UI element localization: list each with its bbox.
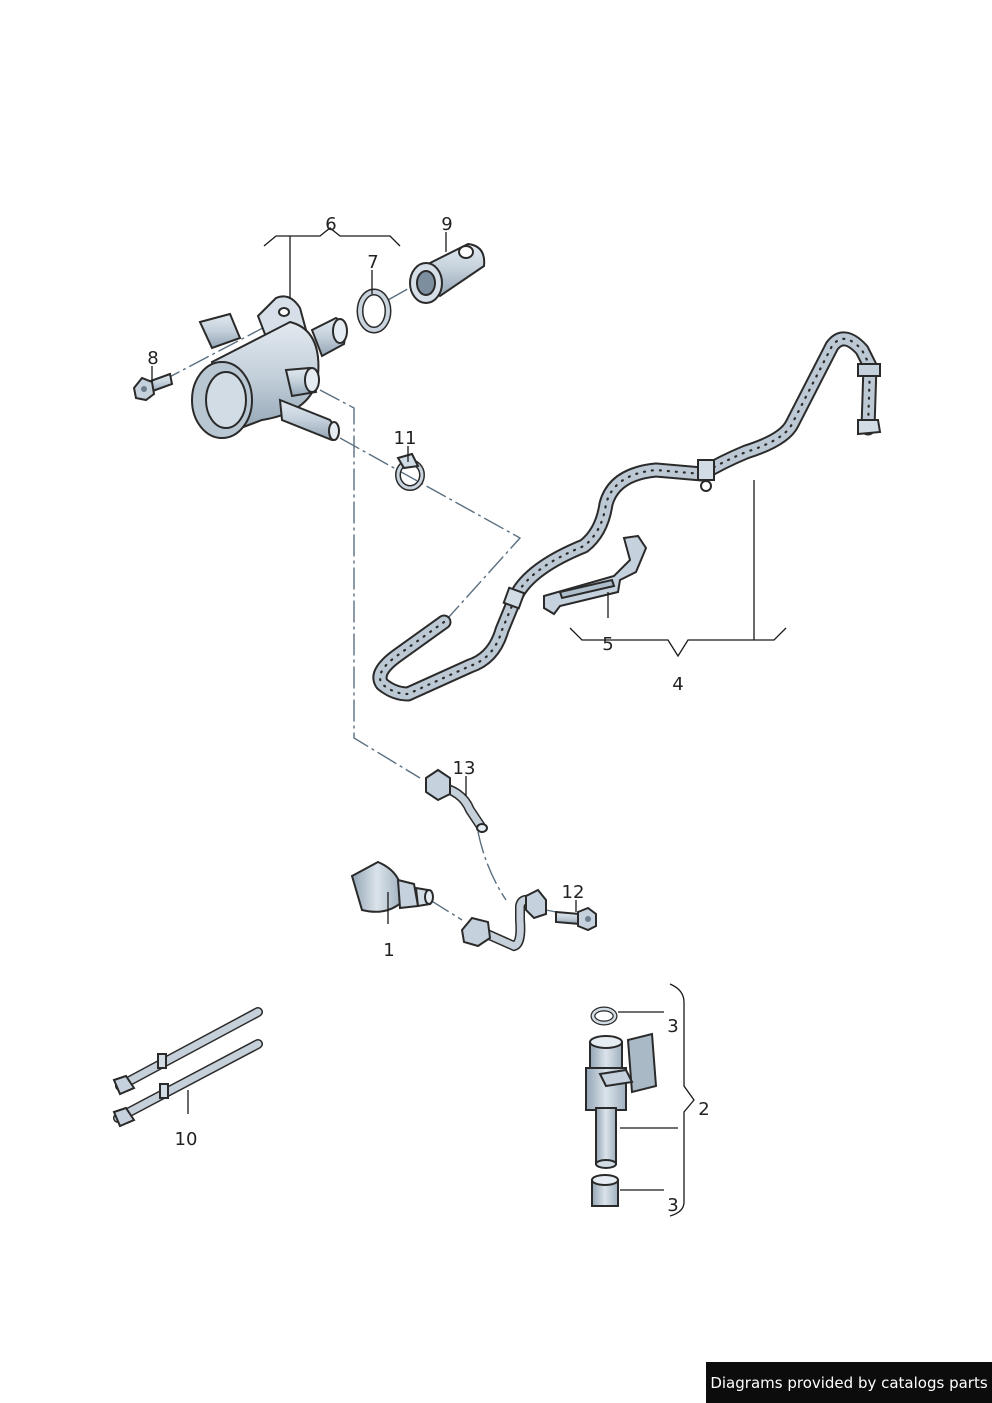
callout-2: 2 — [698, 1099, 709, 1120]
fuel-injector — [585, 1006, 658, 1207]
callout-3-upper: 3 — [667, 1016, 678, 1037]
fuel-hose — [372, 331, 882, 702]
leader-lines — [151, 227, 787, 1217]
bolt-12 — [555, 906, 597, 932]
callout-3-lower: 3 — [667, 1195, 678, 1216]
callout-12: 12 — [562, 882, 585, 903]
fuel-line-lower — [460, 888, 547, 952]
fuel-line-upper — [425, 768, 488, 833]
pressure-sender — [350, 860, 434, 913]
footer-credit: Diagrams provided by catalogs parts — [706, 1362, 992, 1403]
callout-4: 4 — [672, 674, 683, 695]
callout-11: 11 — [394, 428, 417, 449]
callout-10: 10 — [175, 1129, 198, 1150]
callout-labels: 6 9 7 8 11 5 4 13 12 1 3 2 10 3 — [147, 214, 709, 1216]
callout-6: 6 — [325, 214, 336, 235]
callout-7: 7 — [367, 252, 378, 273]
bolt-8 — [132, 372, 174, 402]
connection-piece — [409, 242, 486, 304]
seal-ring — [356, 288, 392, 334]
hose-bracket — [543, 534, 648, 616]
callout-9: 9 — [441, 214, 452, 235]
callout-1: 1 — [383, 940, 394, 961]
hose-clamp — [395, 452, 425, 491]
callout-8: 8 — [147, 348, 158, 369]
high-pressure-pump — [191, 295, 348, 442]
cable-ties — [112, 1007, 263, 1128]
callout-5: 5 — [602, 634, 613, 655]
callout-13: 13 — [453, 758, 476, 779]
